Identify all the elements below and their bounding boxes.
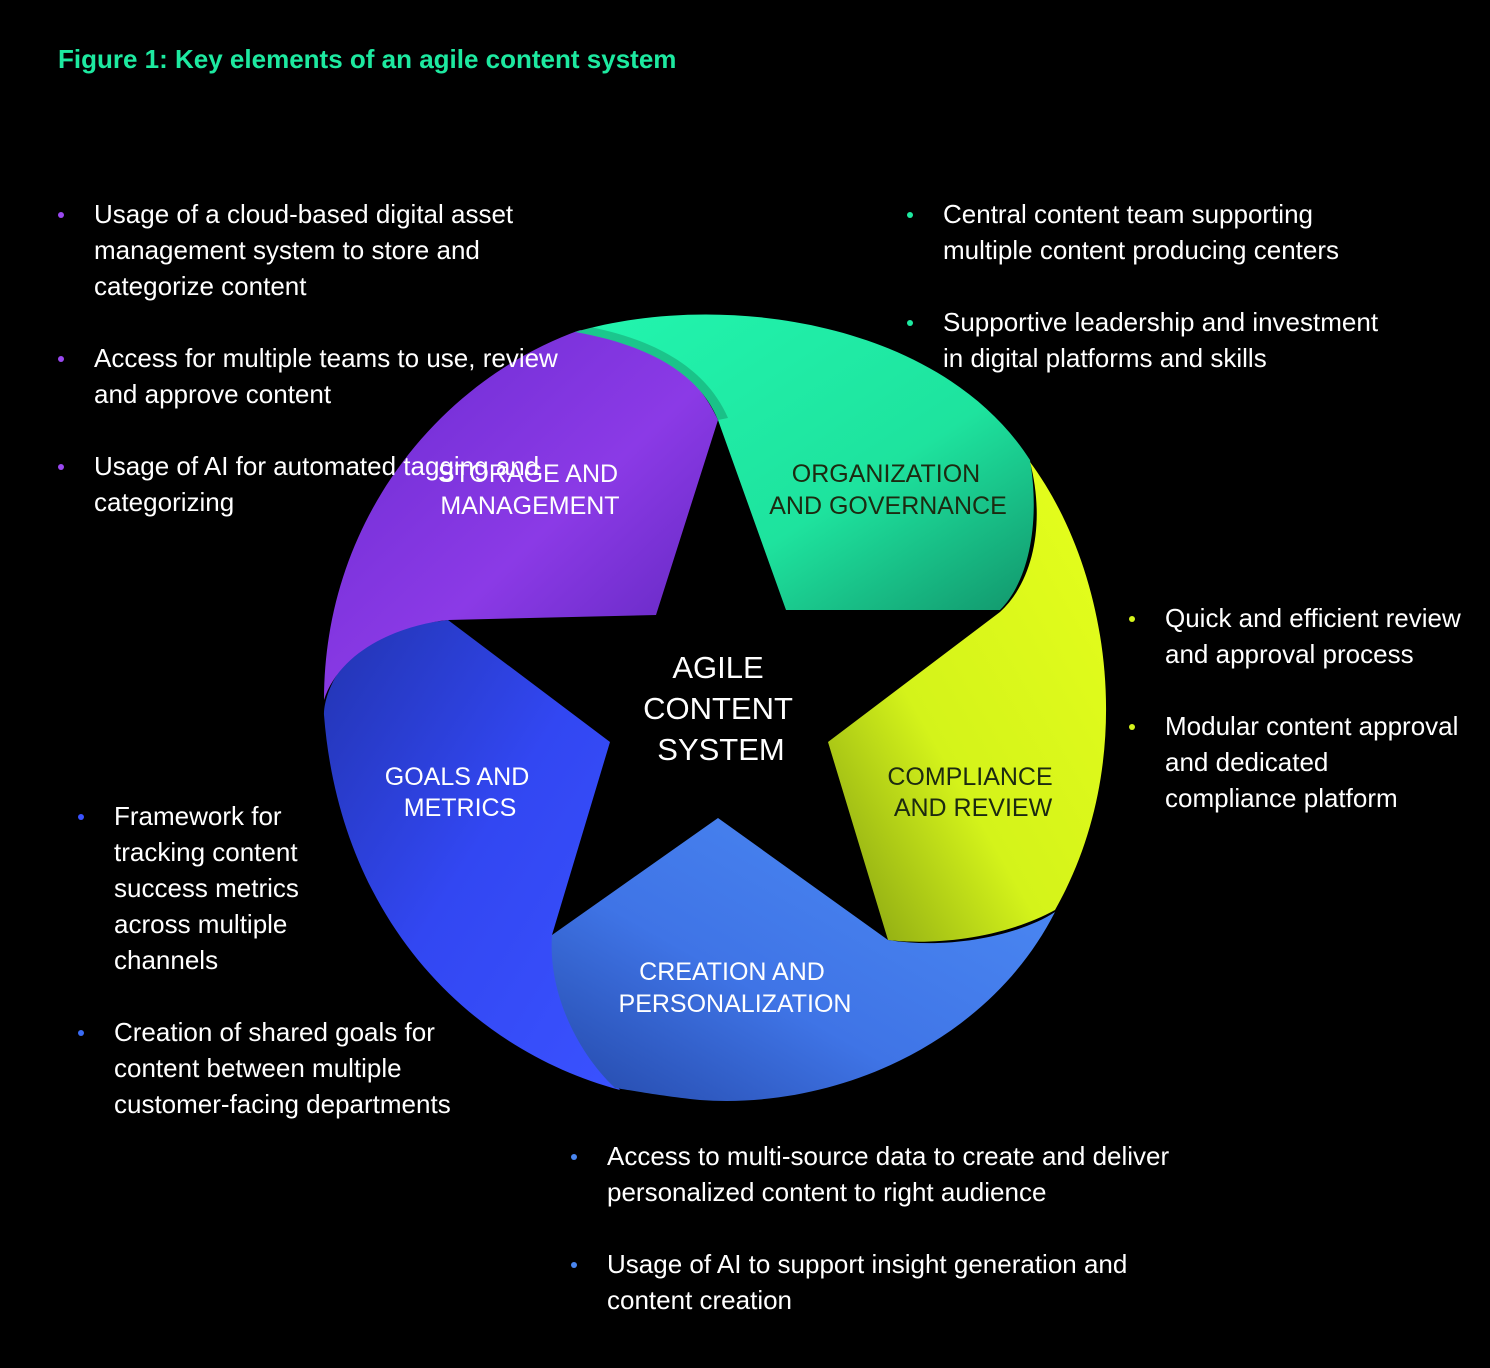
list-item: Creation of shared goals for content bet…: [78, 1014, 458, 1122]
bullet-dot: [1129, 616, 1135, 622]
center-label-line1: AGILE: [672, 650, 763, 685]
segment-goals: [324, 620, 620, 1090]
segment-label-compliance-line2: AND REVIEW: [894, 794, 1053, 822]
list-item: Central content team supporting multiple…: [907, 196, 1397, 268]
segment-label-storage-line1: STORAGE AND: [438, 460, 618, 488]
list-item: Supportive leadership and investment in …: [907, 304, 1397, 376]
bullet-dot: [78, 814, 84, 820]
figure-title: Figure 1: Key elements of an agile conte…: [58, 44, 677, 74]
bullet-dot: [571, 1154, 577, 1160]
bullet-text: Usage of AI for automated tagging and ca…: [94, 451, 540, 517]
list-item: Access for multiple teams to use, review…: [58, 340, 558, 412]
bullets-organization: Central content team supporting multiple…: [907, 196, 1397, 376]
list-item: Usage of AI to support insight generatio…: [571, 1246, 1191, 1318]
bullet-dot: [1129, 724, 1135, 730]
bullet-dot: [907, 212, 913, 218]
bullet-dot: [58, 356, 64, 362]
bullets-compliance: Quick and efficient review and approval …: [1129, 600, 1464, 816]
bullet-dot: [571, 1262, 577, 1268]
bullet-text: Quick and efficient review and approval …: [1165, 603, 1461, 669]
bullet-dot: [58, 464, 64, 470]
segment-storage: [324, 330, 718, 700]
segment-label-storage-line2: MANAGEMENT: [440, 492, 619, 520]
segment-compliance: [828, 462, 1107, 942]
list-item: Quick and efficient review and approval …: [1129, 600, 1464, 672]
segment-label-goals-line2: METRICS: [404, 794, 517, 822]
list-item: Framework for tracking content success m…: [78, 798, 334, 978]
bullets-storage: Usage of a cloud-based digital asset man…: [58, 196, 558, 520]
bullet-text: Modular content approval and dedicated c…: [1165, 711, 1459, 813]
list-item: Usage of a cloud-based digital asset man…: [58, 196, 558, 304]
segment-creation: [551, 818, 1055, 1101]
bullet-text: Access to multi-source data to create an…: [607, 1141, 1170, 1207]
segment-label-organization-line2: AND GOVERNANCE: [769, 492, 1007, 520]
segment-label-goals-line1: GOALS AND: [385, 763, 530, 791]
bullet-dot: [58, 212, 64, 218]
segment-label-creation-line1: CREATION AND: [639, 958, 825, 986]
segment-label-organization-line1: ORGANIZATION: [792, 460, 980, 488]
bullet-text: Framework for tracking content success m…: [114, 801, 299, 975]
list-item: Usage of AI for automated tagging and ca…: [58, 448, 558, 520]
bullet-text: Usage of AI to support insight generatio…: [607, 1249, 1128, 1315]
bullet-text: Supportive leadership and investment in …: [943, 307, 1379, 373]
bullet-text: Central content team supporting multiple…: [943, 199, 1340, 265]
bullets-goals: Framework for tracking content success m…: [78, 798, 458, 1122]
center-label-line3: SYSTEM: [657, 732, 784, 767]
bullets-creation: Access to multi-source data to create an…: [571, 1138, 1191, 1318]
bullet-dot: [78, 1030, 84, 1036]
segment-organization: [575, 314, 1034, 610]
bullet-text: Access for multiple teams to use, review…: [94, 343, 558, 409]
center-label-line2: CONTENT: [643, 691, 793, 726]
list-item: Access to multi-source data to create an…: [571, 1138, 1191, 1210]
segment-label-creation-line2: PERSONALIZATION: [619, 990, 852, 1018]
bullet-text: Creation of shared goals for content bet…: [114, 1017, 451, 1119]
bullet-text: Usage of a cloud-based digital asset man…: [94, 199, 514, 301]
segment-label-compliance-line1: COMPLIANCE: [887, 763, 1052, 791]
list-item: Modular content approval and dedicated c…: [1129, 708, 1464, 816]
bullet-dot: [907, 320, 913, 326]
